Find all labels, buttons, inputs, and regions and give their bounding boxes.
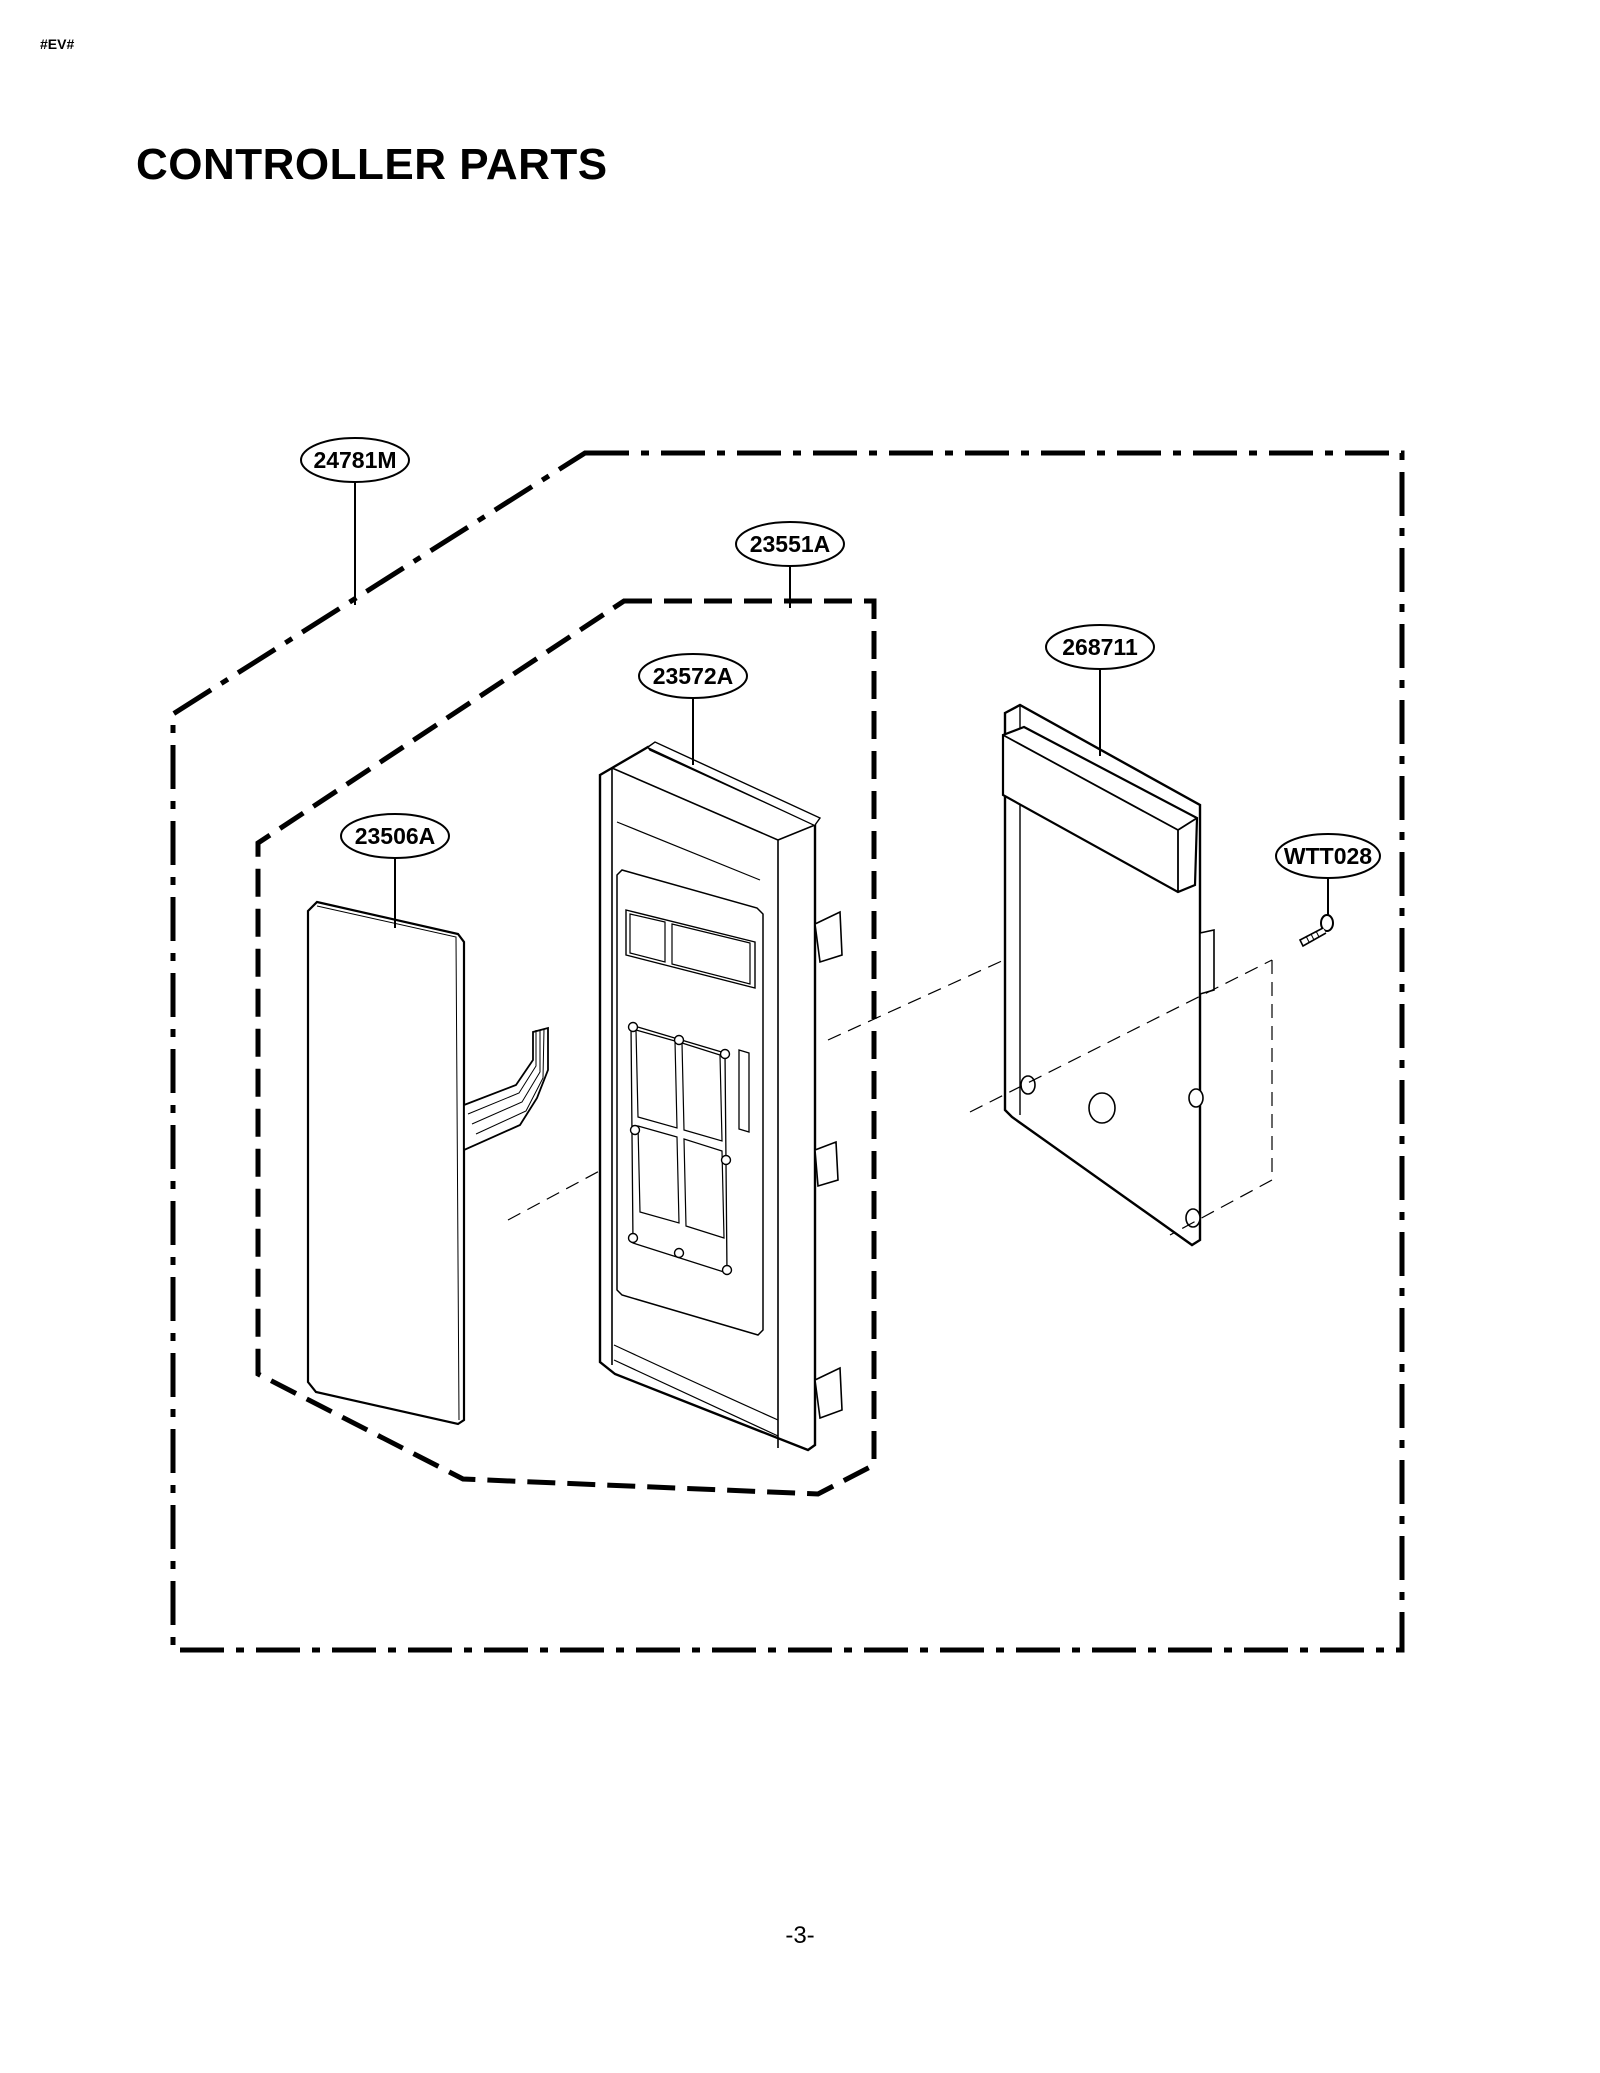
label-268711: 268711 (1062, 634, 1138, 660)
callout-WTT028: WTT028 (1275, 833, 1381, 879)
label-24781M: 24781M (313, 447, 396, 473)
callout-268711: 268711 (1045, 624, 1155, 670)
label-23572A: 23572A (653, 663, 734, 689)
callout-23506A: 23506A (340, 813, 450, 859)
page-title: CONTROLLER PARTS (136, 140, 608, 189)
sub-assembly-boundary (255, 598, 877, 1497)
label-WTT028: WTT028 (1284, 843, 1372, 869)
screw (1298, 914, 1334, 948)
membrane-keypad (306, 900, 621, 1426)
callout-24781M: 24781M (300, 437, 410, 483)
pcb-board (969, 703, 1273, 1247)
page-number: -3- (785, 1922, 815, 1949)
assembly-boundary (170, 450, 1405, 1653)
label-23506A: 23506A (355, 823, 436, 849)
callout-23572A: 23572A (638, 653, 748, 699)
control-panel-housing (598, 741, 1049, 1452)
document-code: #EV# (40, 36, 75, 52)
label-23551A: 23551A (750, 531, 831, 557)
callout-leaders (354, 482, 1329, 928)
callout-23551A: 23551A (735, 521, 845, 567)
